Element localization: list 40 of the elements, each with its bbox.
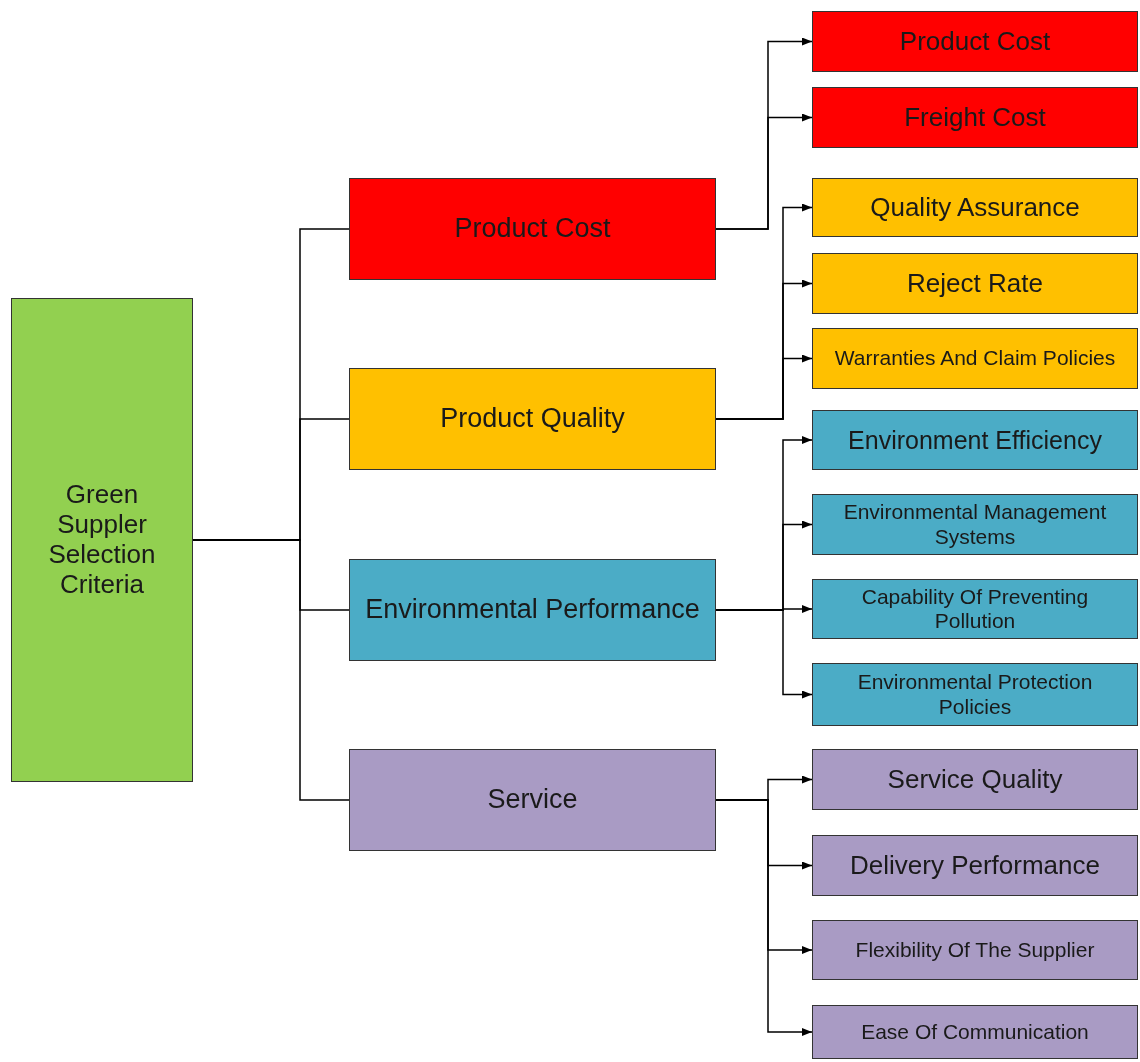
node-label: Reject Rate [907, 268, 1043, 299]
connector-arrow [715, 609, 813, 699]
node-label: Ease Of Communication [861, 1019, 1089, 1045]
criterion-box [812, 749, 1138, 810]
category-box [349, 178, 716, 280]
node-label: Product Quality [440, 403, 625, 435]
root-box [11, 298, 193, 782]
criterion-box [812, 579, 1138, 639]
category-box [349, 559, 716, 661]
node-label: Flexibility Of The Supplier [855, 937, 1095, 963]
node-label: Product Cost [899, 26, 1051, 57]
node-label: Environmental Management Systems [842, 500, 1108, 549]
criterion-box [812, 11, 1138, 72]
criterion-box [812, 663, 1138, 726]
category-box [349, 368, 716, 470]
node-label: Warranties And Claim Policies [834, 346, 1116, 371]
node-label: Capability Of Preventing Pollution [860, 584, 1090, 634]
node-label: Green Suppler Selection Criteria [47, 480, 157, 600]
criterion-box [812, 253, 1138, 314]
category-box [349, 749, 716, 851]
node-label: Service [487, 784, 578, 816]
criterion-box [812, 87, 1138, 148]
criterion-box [812, 328, 1138, 389]
node-label: Quality Assurance [870, 192, 1080, 223]
node-label: Environment Efficiency [848, 425, 1102, 455]
criterion-box [812, 178, 1138, 237]
node-label: Environmental Performance [365, 594, 700, 626]
node-label: Environmental Protection Policies [856, 670, 1094, 719]
node-label: Service Quality [887, 764, 1063, 795]
connector-arrow [715, 799, 813, 1036]
criterion-box [812, 494, 1138, 555]
criterion-box [812, 920, 1138, 980]
node-label: Product Cost [454, 213, 611, 245]
node-label: Freight Cost [904, 102, 1046, 133]
criterion-box [812, 835, 1138, 896]
connector-arrow [715, 113, 813, 230]
criterion-box [812, 1005, 1138, 1059]
node-label: Delivery Performance [850, 850, 1100, 881]
criterion-box [812, 410, 1138, 470]
connector-arrow [715, 354, 813, 420]
